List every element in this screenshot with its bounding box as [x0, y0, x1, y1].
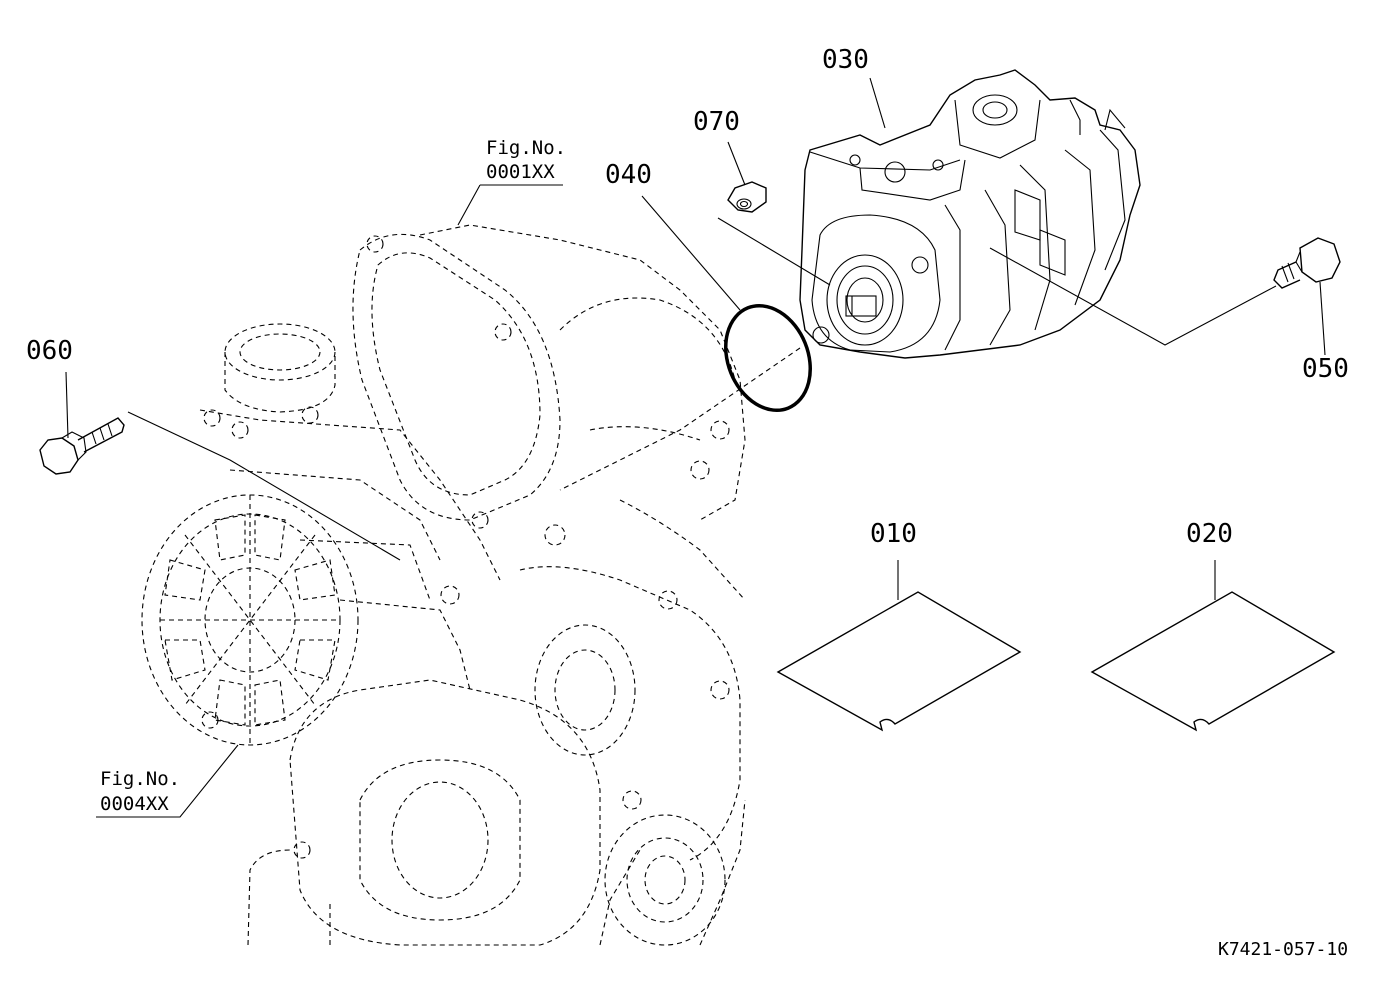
leader-lines: [65, 77, 1326, 818]
part-label-050: 050: [1302, 354, 1349, 384]
part-label-030: 030: [822, 45, 869, 75]
part-label-040: 040: [605, 160, 652, 190]
fig-ref-bottom-line2: 0004XX: [100, 793, 169, 815]
part-label-010: 010: [870, 519, 917, 549]
engine-end-grille: [141, 494, 359, 746]
sheet-020[interactable]: [1090, 591, 1336, 732]
fig-ref-top-line1: Fig.No.: [486, 137, 566, 159]
engine-block-outline: [199, 224, 746, 946]
part-label-060: 060: [26, 336, 73, 366]
part-label-070: 070: [693, 107, 740, 137]
o-ring-040[interactable]: [711, 293, 826, 423]
fig-ref-bottom-line1: Fig.No.: [100, 768, 180, 790]
nut-070[interactable]: [727, 181, 767, 213]
fig-ref-top-line2: 0001XX: [486, 161, 555, 183]
drawing-code: K7421-057-10: [1218, 939, 1348, 960]
bolt-050[interactable]: [1273, 237, 1341, 289]
sheet-010[interactable]: [776, 591, 1022, 732]
hydraulic-pump-030[interactable]: [799, 69, 1141, 359]
bolt-060[interactable]: [39, 417, 125, 475]
part-label-020: 020: [1186, 519, 1233, 549]
